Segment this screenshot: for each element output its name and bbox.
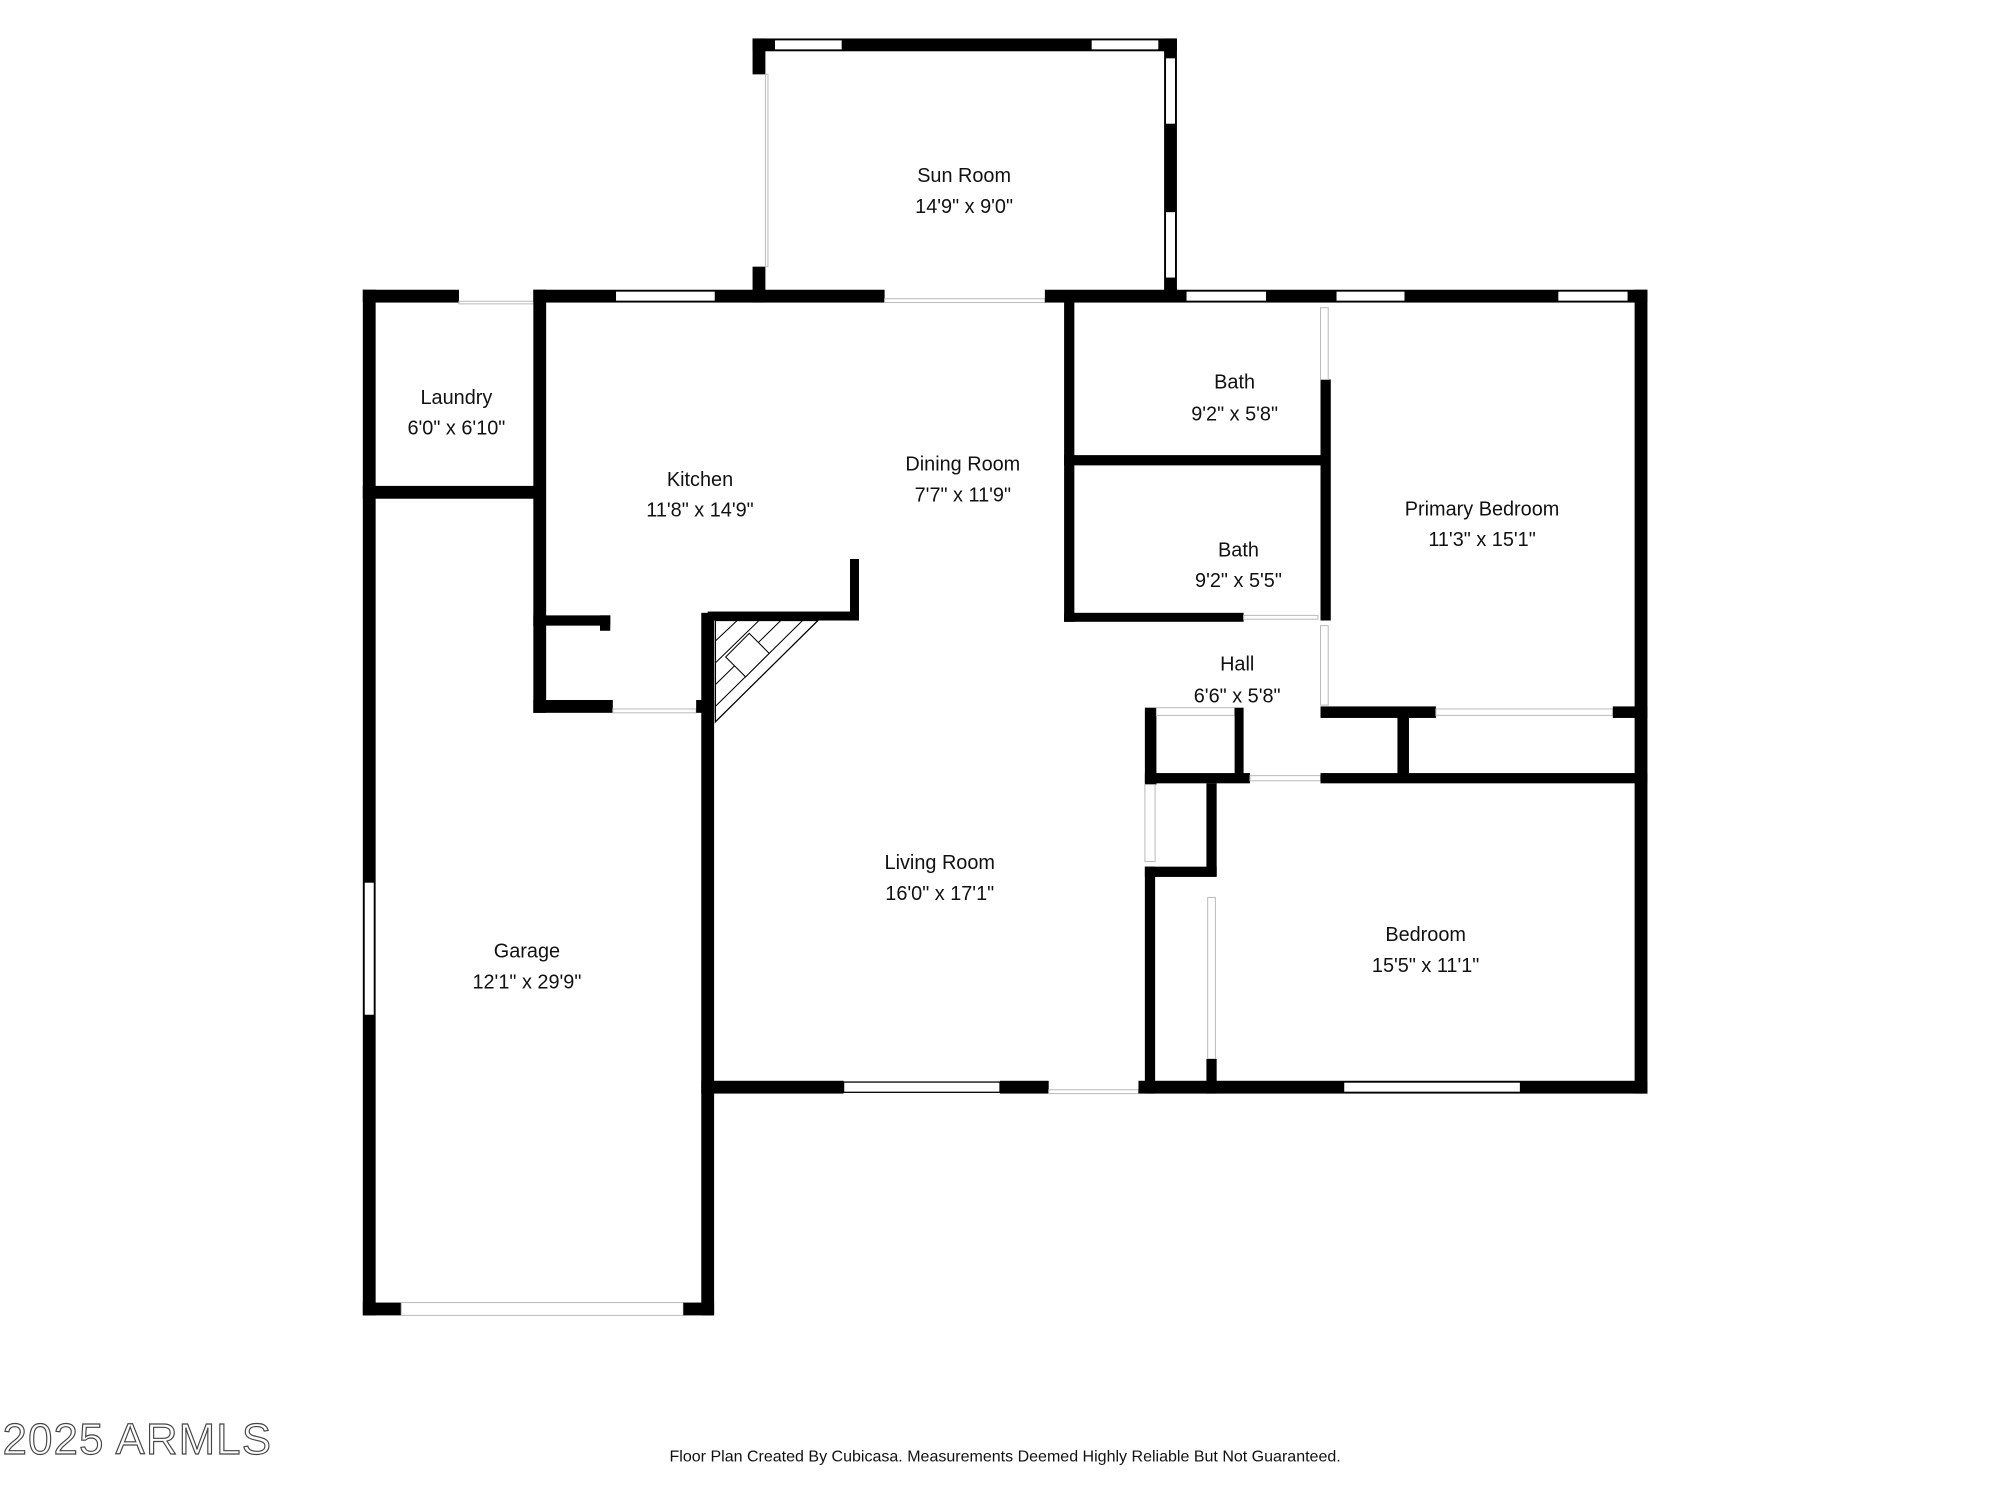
wall — [1320, 773, 1648, 784]
room-dims: 9'2" x 5'8" — [1191, 404, 1278, 426]
wall — [1000, 1080, 1049, 1094]
wall — [533, 700, 613, 713]
room-name: Living Room — [885, 852, 995, 874]
footer-disclaimer: Floor Plan Created By Cubicasa. Measurem… — [670, 1448, 1341, 1466]
opening — [1435, 708, 1614, 716]
wall — [1144, 866, 1217, 877]
wall — [1144, 773, 1250, 784]
window — [773, 39, 843, 51]
opening — [1144, 784, 1156, 863]
wall — [1206, 1058, 1217, 1094]
opening — [400, 1302, 684, 1316]
wall — [362, 289, 376, 1316]
wall — [362, 485, 543, 499]
window — [1090, 39, 1160, 51]
window — [1335, 290, 1406, 302]
wall — [1234, 707, 1244, 779]
wall — [752, 38, 766, 75]
fireplace-line — [724, 632, 770, 678]
fireplace-line — [715, 620, 760, 664]
wall — [1634, 289, 1648, 1094]
room-name: Bath — [1218, 539, 1259, 561]
wall — [1206, 783, 1217, 876]
opening — [1155, 707, 1236, 716]
watermark: 2025 ARMLS — [3, 1416, 273, 1464]
wall — [701, 1080, 844, 1094]
opening — [764, 73, 769, 268]
opening — [1243, 614, 1319, 620]
opening — [612, 708, 697, 714]
room-name: Kitchen — [667, 469, 733, 491]
wall — [600, 615, 611, 631]
opening — [458, 300, 537, 305]
walls — [362, 38, 1648, 1316]
fireplace-line — [715, 620, 738, 642]
window — [363, 881, 376, 1017]
room-name: Primary Bedroom — [1405, 498, 1560, 520]
room-name: Hall — [1220, 654, 1254, 676]
room-name: Laundry — [421, 387, 493, 409]
wall — [1397, 715, 1409, 779]
wall — [752, 38, 1177, 52]
room-name: Dining Room — [905, 454, 1020, 476]
wall — [707, 611, 859, 621]
wall — [362, 1302, 402, 1316]
wall — [850, 558, 859, 621]
wall — [1064, 455, 1329, 466]
opening — [884, 298, 1046, 304]
room-dims: 14'9" x 9'0" — [915, 196, 1013, 218]
wall — [1320, 706, 1436, 718]
wall — [701, 612, 715, 1316]
window — [842, 1081, 1001, 1093]
room-dims: 6'6" x 5'8" — [1194, 686, 1281, 708]
room-dims: 6'0" x 6'10" — [407, 418, 505, 440]
wall — [1144, 707, 1157, 785]
window — [1164, 57, 1177, 126]
room-name: Sun Room — [917, 165, 1011, 187]
wall — [533, 289, 547, 713]
opening — [1320, 307, 1329, 380]
room-dims: 15'5" x 11'1" — [1372, 955, 1479, 977]
room-name: Bath — [1214, 371, 1255, 393]
opening — [1048, 1089, 1139, 1095]
room-dims: 9'2" x 5'5" — [1195, 570, 1282, 592]
window — [1185, 290, 1268, 302]
room-name: Bedroom — [1385, 924, 1466, 946]
room-dims: 11'8" x 14'9" — [646, 500, 753, 522]
window — [1342, 1081, 1522, 1093]
window — [1557, 290, 1629, 302]
room-labels: Sun Room 14'9" x 9'0" Laundry 6'0" x 6'1… — [407, 165, 1559, 993]
wall — [533, 615, 611, 626]
room-dims: 12'1" x 29'9" — [472, 971, 581, 993]
wall — [1612, 706, 1648, 718]
wall — [683, 1302, 715, 1316]
window — [614, 290, 717, 302]
wall — [362, 289, 459, 303]
room-dims: 11'3" x 15'1" — [1428, 529, 1535, 551]
opening — [1249, 775, 1322, 782]
wall — [1320, 379, 1331, 621]
wall — [1144, 866, 1156, 1094]
fireplace — [714, 619, 820, 724]
room-dims: 7'7" x 11'9" — [915, 484, 1011, 506]
opening — [1207, 896, 1216, 1060]
opening — [1320, 625, 1329, 706]
wall — [1064, 612, 1244, 622]
window — [1164, 210, 1177, 279]
room-dims: 16'0" x 17'1" — [885, 883, 994, 905]
fireplace-line — [714, 619, 820, 724]
room-name: Garage — [494, 941, 560, 963]
